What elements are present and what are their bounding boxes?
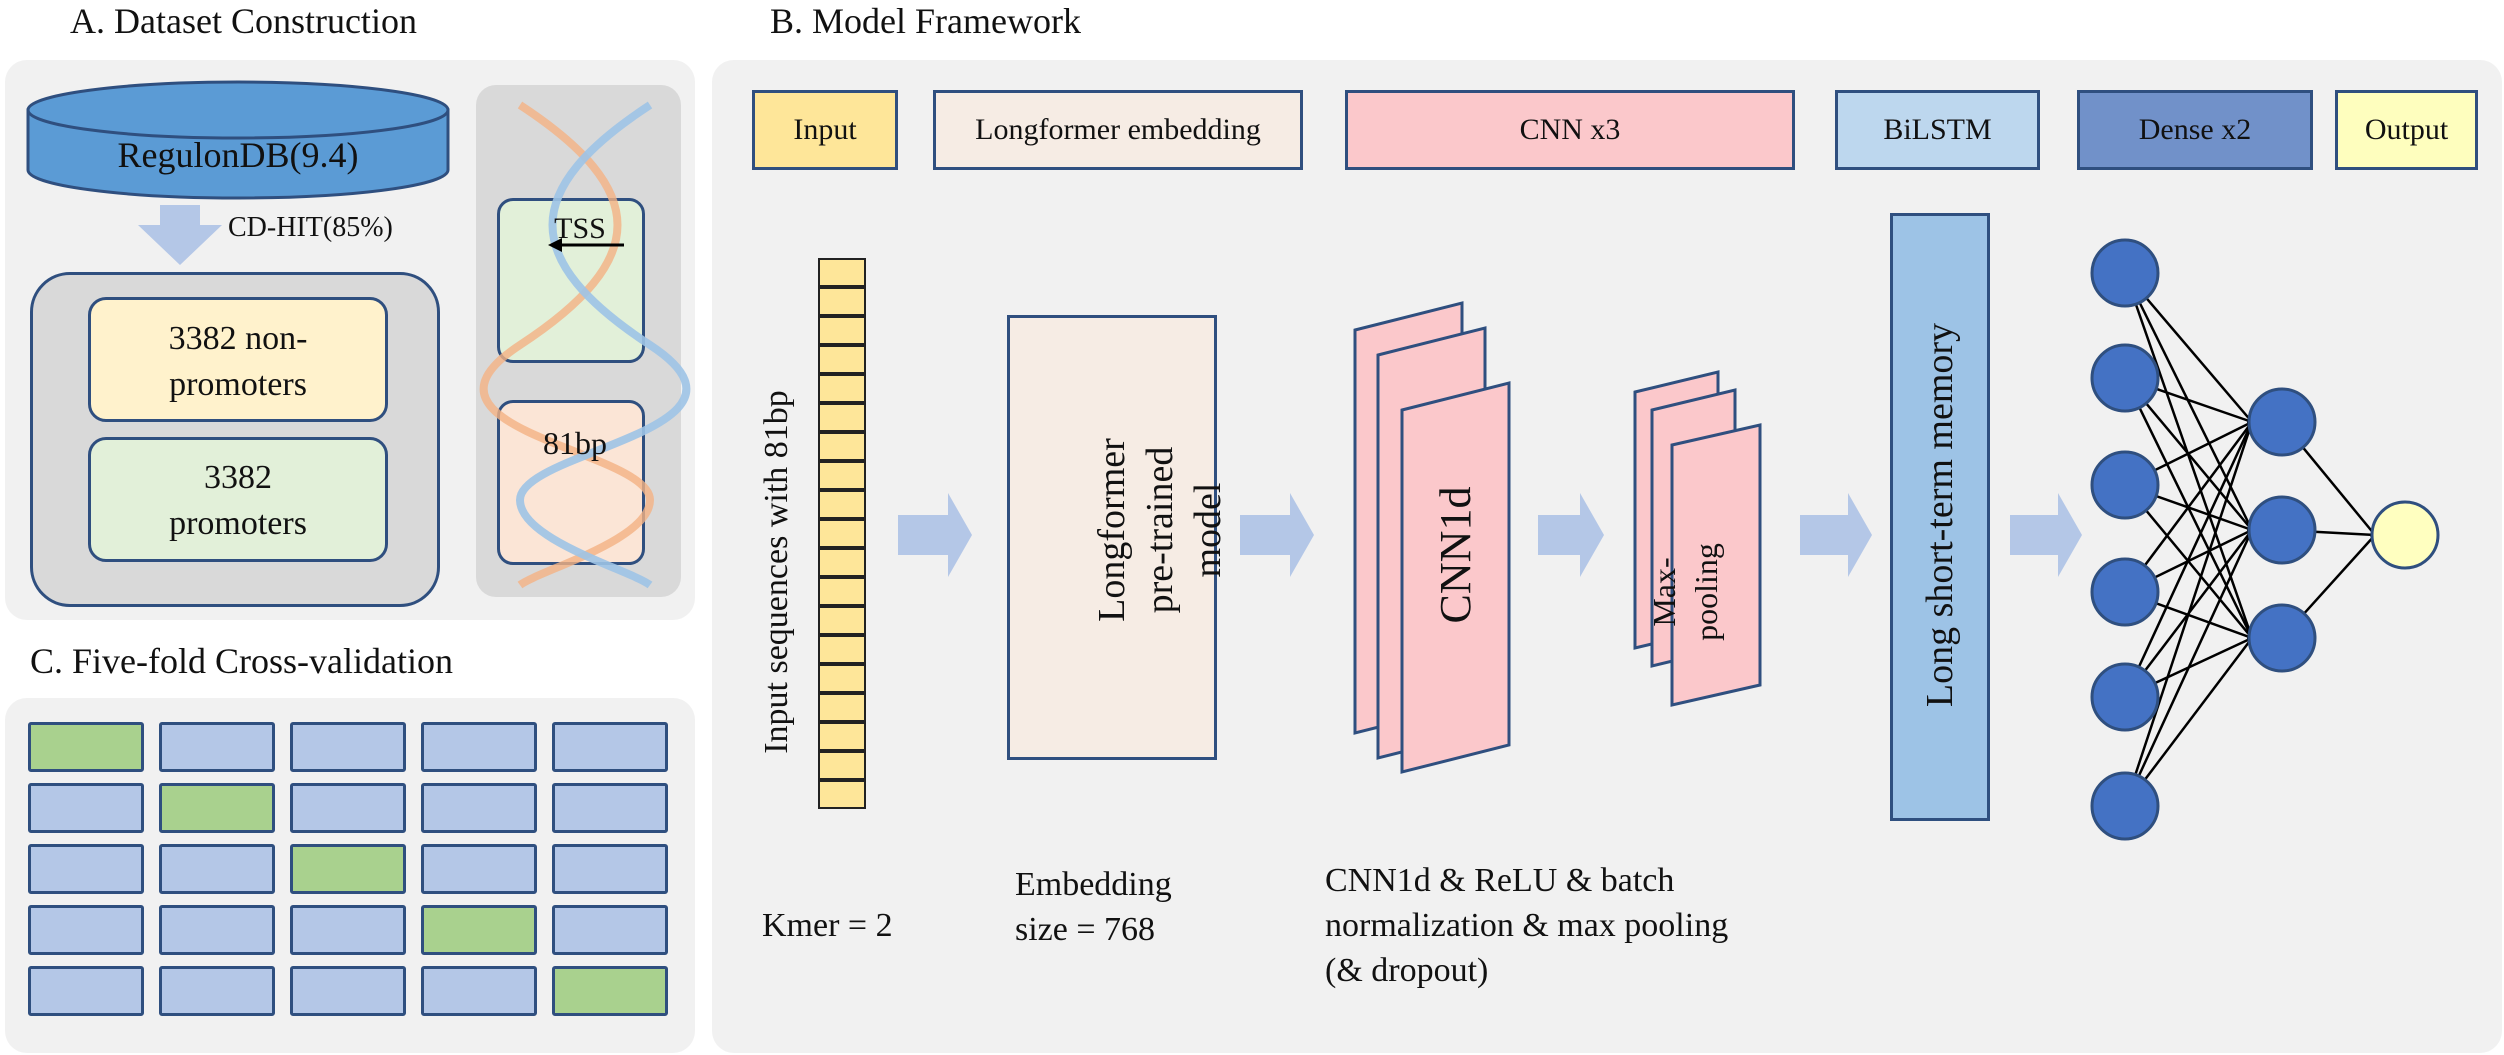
section-title-framework: B. Model Framework [770, 1, 1081, 41]
train-fold-cell [290, 783, 406, 833]
train-fold-cell [159, 966, 275, 1016]
nonpromoters-line1: 3382 non- [168, 320, 308, 357]
input-token [818, 635, 866, 664]
input-token [818, 287, 866, 316]
train-fold-cell [421, 966, 537, 1016]
lstm-box [1890, 213, 1990, 821]
nonpromoters-line2: promoters [169, 366, 307, 403]
input-token [818, 577, 866, 606]
input-token [818, 780, 866, 809]
cnn-note-line2: normalization & max pooling [1325, 907, 1729, 944]
input-token [818, 519, 866, 548]
promoters-line2: promoters [169, 505, 307, 542]
train-fold-cell [421, 783, 537, 833]
promoters-box [88, 437, 388, 562]
train-fold-cell [290, 966, 406, 1016]
cnn-note-line3: (& dropout) [1325, 952, 1489, 989]
longformer-box [1007, 315, 1217, 760]
database-label: RegulonDB(9.4) [117, 135, 359, 175]
test-fold-cell [421, 905, 537, 955]
lstm-label: Long short-term memory [1919, 322, 1961, 708]
input-token [818, 664, 866, 693]
section-title-dataset: A. Dataset Construction [70, 1, 417, 41]
legend-bilstm: BiLSTM [1835, 90, 2040, 170]
legend-longformer: Longformer embedding [933, 90, 1303, 170]
legend-longformer-label: Longformer embedding [975, 113, 1261, 146]
input-token [818, 316, 866, 345]
maxpool-line1: Max- [1646, 557, 1682, 627]
bp-label: 81bp [543, 425, 607, 461]
longformer-line2: pre-trained [1139, 446, 1181, 614]
nonpromoters-box [88, 297, 388, 422]
train-fold-cell [28, 905, 144, 955]
legend-cnn-label: CNN x3 [1519, 113, 1621, 146]
input-token [818, 461, 866, 490]
embed-note-line1: Embedding [1015, 866, 1172, 903]
input-token [818, 490, 866, 519]
train-fold-cell [290, 905, 406, 955]
input-token [818, 432, 866, 461]
test-fold-cell [552, 966, 668, 1016]
tss-label: TSS [554, 212, 606, 245]
train-fold-cell [552, 905, 668, 955]
section-title-crossval: C. Five-fold Cross-validation [30, 641, 453, 681]
input-sequence-label: Input sequences with 81bp [758, 390, 795, 754]
input-token [818, 751, 866, 780]
input-token [818, 258, 866, 287]
input-token [818, 374, 866, 403]
cnn-note-line1: CNN1d & ReLU & batch [1325, 862, 1675, 899]
legend-dense: Dense x2 [2077, 90, 2313, 170]
train-fold-cell [28, 783, 144, 833]
train-fold-cell [552, 844, 668, 894]
kmer-note: Kmer = 2 [762, 907, 893, 944]
promoters-line1: 3382 [204, 459, 272, 496]
train-fold-cell [290, 722, 406, 772]
train-fold-cell [28, 844, 144, 894]
legend-output: Output [2335, 90, 2478, 170]
train-fold-cell [552, 722, 668, 772]
test-fold-cell [28, 722, 144, 772]
legend-bilstm-label: BiLSTM [1883, 113, 1992, 146]
legend-output-label: Output [2364, 113, 2449, 146]
legend-dense-label: Dense x2 [2138, 113, 2252, 146]
input-token [818, 693, 866, 722]
train-fold-cell [552, 783, 668, 833]
legend-cnn: CNN x3 [1345, 90, 1795, 170]
input-token [818, 548, 866, 577]
train-fold-cell [421, 722, 537, 772]
longformer-line1: Longformer [1091, 438, 1133, 622]
cnn-label: CNN1d [1431, 486, 1480, 624]
test-fold-cell [290, 844, 406, 894]
maxpool-line2: pooling [1688, 543, 1724, 641]
cdhit-label: CD-HIT(85%) [228, 212, 393, 243]
input-token [818, 606, 866, 635]
input-token [818, 403, 866, 432]
train-fold-cell [28, 966, 144, 1016]
longformer-line3: model [1187, 482, 1229, 578]
input-token [818, 722, 866, 751]
embed-note-line2: size = 768 [1015, 911, 1156, 948]
train-fold-cell [159, 722, 275, 772]
legend-input-label: Input [793, 113, 857, 146]
test-fold-cell [159, 783, 275, 833]
input-token [818, 345, 866, 374]
legend-input: Input [752, 90, 898, 170]
train-fold-cell [159, 905, 275, 955]
train-fold-cell [159, 844, 275, 894]
train-fold-cell [421, 844, 537, 894]
